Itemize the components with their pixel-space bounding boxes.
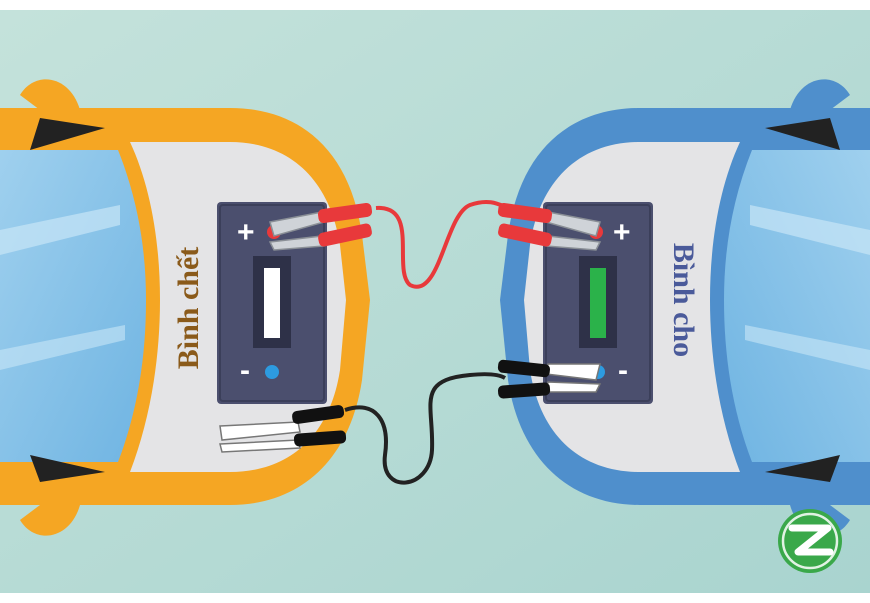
dead-car-windshield [0, 150, 146, 462]
donor-battery-label: Bình cho [667, 243, 700, 357]
dead-car-glass-shine [0, 205, 120, 255]
dead-battery-negative-terminal [265, 365, 279, 379]
dead-battery-charge-bar [264, 268, 280, 338]
donor-car-windshield [724, 150, 870, 462]
donor-battery-minus-sign: - [618, 354, 628, 387]
dead-battery: + - [217, 202, 327, 404]
positive-cable [375, 200, 509, 289]
dead-positive-clamp [268, 202, 373, 251]
dead-battery-minus-sign: - [240, 354, 250, 387]
donor-car-glass-shine-2 [745, 325, 870, 370]
donor-car-wiper-top [765, 118, 840, 150]
donor-battery: + - [543, 202, 653, 404]
donor-battery-plus-sign: + [613, 216, 631, 249]
donor-battery-charge-bar [590, 268, 606, 338]
dead-negative-clamp [219, 405, 347, 453]
dead-car-glass-shine-2 [0, 325, 125, 370]
dead-battery-plus-sign: + [237, 216, 255, 249]
donor-car-wiper-bottom [765, 455, 840, 482]
donor-negative-clamp [497, 359, 602, 399]
donor-car-glass-shine [750, 205, 870, 255]
dead-battery-label: Bình chết [172, 247, 205, 370]
dead-car-wiper-bottom [30, 455, 105, 482]
dead-car-wiper-top [30, 118, 105, 150]
negative-cable [344, 372, 507, 485]
z-logo-icon [778, 509, 842, 573]
donor-positive-clamp [497, 202, 602, 251]
